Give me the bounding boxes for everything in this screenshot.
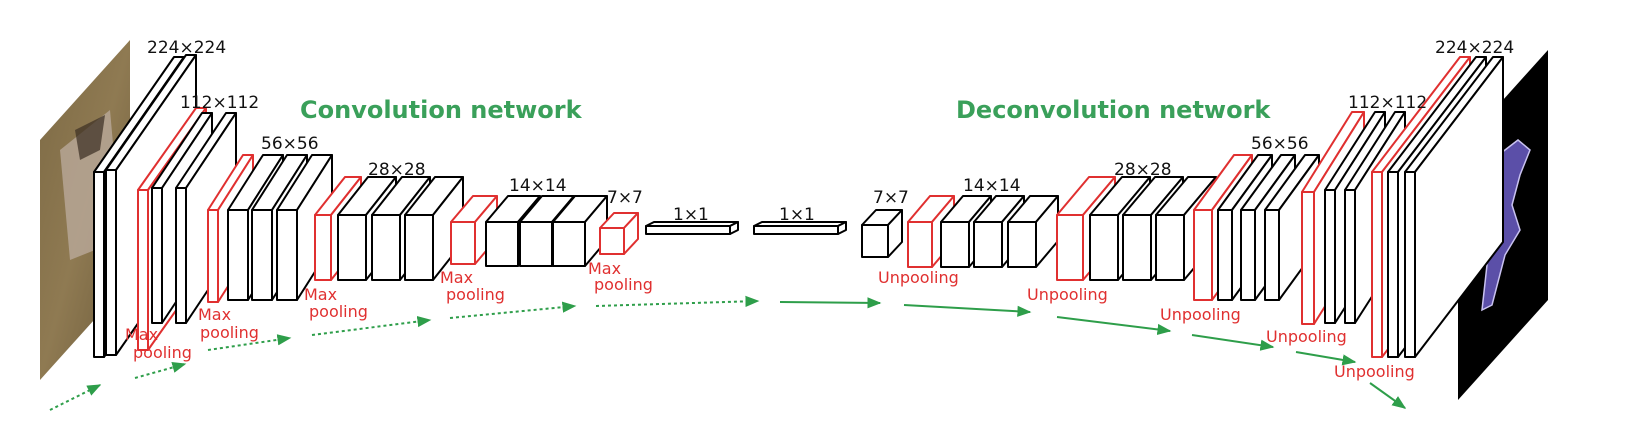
fc-layer-6 bbox=[645, 221, 739, 235]
dim-label-pool5: 7×7 bbox=[607, 188, 643, 208]
unpooling-label-4: Unpooling bbox=[1266, 327, 1347, 346]
layer-stack bbox=[93, 54, 1504, 358]
dim-label-conv4: 28×28 bbox=[368, 160, 426, 180]
flow-arrow-10 bbox=[1191, 334, 1275, 351]
flow-arrow-4 bbox=[311, 316, 432, 336]
flow-arrow-8 bbox=[903, 304, 1032, 317]
deconv-network-title: Deconvolution network bbox=[956, 96, 1271, 124]
dim-label-fc6: 1×1 bbox=[673, 205, 709, 225]
conv-layer-5c bbox=[552, 195, 608, 267]
unpooling-label-1: Unpooling bbox=[878, 268, 959, 287]
flow-arrow-7 bbox=[779, 297, 882, 309]
dim-label-deconv4: 28×28 bbox=[1114, 160, 1172, 180]
flow-arrow-11 bbox=[1295, 351, 1357, 366]
dim-label-conv5: 14×14 bbox=[509, 176, 567, 196]
flow-arrow-9 bbox=[1056, 316, 1172, 336]
dim-label-conv1: 224×224 bbox=[147, 38, 226, 58]
flow-arrow-6 bbox=[595, 295, 760, 307]
unpooling-label-3: Unpooling bbox=[1160, 305, 1241, 324]
flow-arrow-5 bbox=[449, 301, 577, 319]
conv-layer-4c bbox=[404, 176, 464, 281]
dim-label-conv3: 56×56 bbox=[261, 134, 319, 154]
fc-layer-7 bbox=[753, 221, 847, 235]
pool-layer-5 bbox=[599, 212, 639, 255]
dim-label-deconv-fc: 7×7 bbox=[873, 188, 909, 208]
unpooling-label-2: Unpooling bbox=[1027, 285, 1108, 304]
flow-arrow-1 bbox=[49, 384, 102, 411]
conv-network-title: Convolution network bbox=[300, 96, 583, 124]
dim-label-deconv5: 14×14 bbox=[963, 176, 1021, 196]
deconv-layer-1b bbox=[1404, 56, 1504, 358]
dim-label-fc7: 1×1 bbox=[779, 205, 815, 225]
flow-arrow-2 bbox=[134, 362, 187, 379]
dim-label-deconv2: 112×112 bbox=[1348, 93, 1427, 113]
flow-arrow-3 bbox=[207, 334, 292, 351]
deconv-layer-5c bbox=[1007, 195, 1059, 268]
dim-label-deconv3: 56×56 bbox=[1251, 134, 1309, 154]
unpooling-label-5: Unpooling bbox=[1334, 362, 1415, 381]
dim-label-deconv1: 224×224 bbox=[1435, 38, 1514, 58]
deconv-fc-layer bbox=[861, 209, 903, 258]
dim-label-conv2: 112×112 bbox=[180, 93, 259, 113]
flow-arrow-12 bbox=[1369, 382, 1407, 409]
flow-arrows bbox=[49, 295, 1407, 411]
